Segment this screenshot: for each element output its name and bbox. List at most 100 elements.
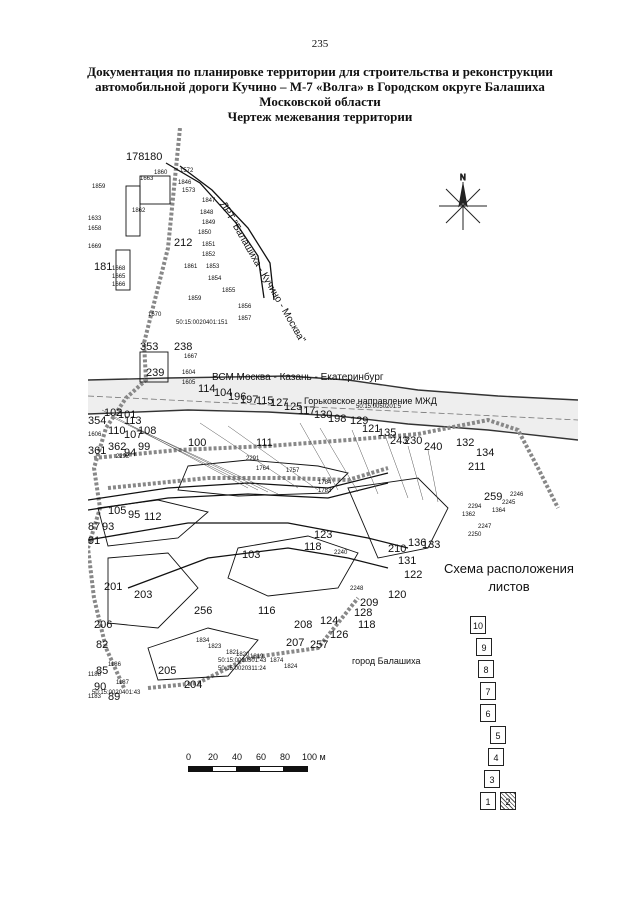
small-number: 1665 [112, 274, 126, 280]
small-number: 2245 [502, 500, 516, 506]
parcel-number: 361 [88, 445, 106, 457]
parcel-number: 238 [174, 341, 192, 353]
parcel-number: 121 [362, 423, 380, 435]
parcel-number: 93 [102, 521, 114, 533]
parcel-number: 209 [360, 597, 378, 609]
small-number: 1848 [200, 210, 214, 216]
parcel-number: 107 [124, 429, 142, 441]
small-number: 1856 [238, 304, 252, 310]
parcel-number: 91 [88, 535, 100, 547]
small-number: 1851 [202, 242, 216, 248]
north-arrow: N [439, 173, 487, 230]
small-number: 2246 [510, 492, 524, 498]
parcel-number: 362 [108, 441, 126, 453]
parcel-number: 108 [138, 425, 156, 437]
parcel-number: 205 [158, 665, 176, 677]
small-number: 1849 [202, 220, 216, 226]
small-number: 1764 [256, 466, 270, 472]
parcel-number: 354 [88, 415, 106, 427]
parcel-number: 126 [330, 629, 348, 641]
parcel-number: 230 [404, 435, 422, 447]
small-number: 2240 [334, 550, 348, 556]
small-number: 2248 [350, 586, 364, 592]
small-number: 1854 [208, 276, 222, 282]
parcel-number: 99 [138, 441, 150, 453]
scale-bar-graphic [188, 766, 308, 772]
parcel-number: 196 [228, 391, 246, 403]
small-number: 1186 [108, 662, 122, 668]
parcel-number: 87 [88, 521, 100, 533]
sheet-6: 6 [480, 704, 496, 722]
parcel-number: 90 [94, 681, 106, 693]
small-number: 1362 [462, 512, 476, 518]
small-number: 2294 [468, 504, 482, 510]
parcel-number: 105 [108, 505, 126, 517]
parcel-number: 85 [96, 665, 108, 677]
parcel-number: 128 [354, 607, 372, 619]
small-number: 1853 [206, 264, 220, 270]
small-number: 1862 [132, 208, 146, 214]
title-line-4: Чертеж межевания территории [227, 109, 413, 124]
small-number: 1859 [92, 184, 106, 190]
parcel-number: 201 [104, 581, 122, 593]
parcel-number: 130 [314, 409, 332, 421]
parcel-number: 131 [398, 555, 416, 567]
document-title: Документация по планировке территории дл… [40, 64, 600, 124]
small-number: 1846 [178, 180, 192, 186]
parcel-number: 178 [126, 151, 144, 163]
parcel-number: 114 [198, 383, 216, 395]
small-number: 1855 [222, 288, 236, 294]
parcel-number: 136 [408, 537, 426, 549]
parcel-number: 122 [404, 569, 422, 581]
cadastral-number: 50:15:0020301:43 [218, 658, 267, 664]
sheet-8: 8 [478, 660, 494, 678]
parcel-number: 95 [128, 509, 140, 521]
city-label: город Балашиха [352, 656, 420, 666]
parcel-number: 82 [96, 639, 108, 651]
parcel-number: 104 [214, 387, 232, 399]
small-number: 1823 [208, 644, 222, 650]
parcel-number: 102 [104, 407, 122, 419]
parcel-number: 110 [108, 425, 126, 437]
sheet-layout-title: Схема расположения листов [444, 561, 574, 594]
parcel-number: 113 [124, 415, 142, 427]
parcel-number: 116 [258, 605, 276, 617]
parcel-number: 94 [124, 447, 136, 459]
sheet-1: 1 [480, 792, 496, 810]
railway-main-label: ВСМ Москва - Казань - Екатеринбург [212, 371, 384, 383]
small-number: 2250 [468, 532, 482, 538]
parcel-number: 211 [468, 461, 486, 473]
parcel-number: 239 [146, 367, 164, 379]
boundary-dotted [88, 128, 560, 690]
sheet-10: 10 [470, 616, 486, 634]
small-number: 1670 [148, 312, 162, 318]
parcel-number: 132 [456, 437, 474, 449]
parcel-number: 353 [140, 341, 158, 353]
parcel-number: 203 [134, 589, 152, 601]
parcel-number: 210 [388, 543, 406, 555]
small-number: 1666 [112, 282, 126, 288]
parcel-number: 100 [188, 437, 206, 449]
parcel-number: 256 [194, 605, 212, 617]
parcel-number: 257 [310, 639, 328, 651]
title-line-3: Московской области [259, 94, 381, 109]
small-number: 1834 [196, 638, 210, 644]
parcel-number: 207 [286, 637, 304, 649]
small-number: 1859 [188, 296, 202, 302]
parcel-number: 243 [390, 435, 408, 447]
parcel-number: 111 [256, 437, 273, 449]
parcel-number: 101 [118, 409, 136, 421]
parcel-number: 127 [270, 397, 288, 409]
sheet-3: 3 [484, 770, 500, 788]
scale-tick: 80 [280, 752, 291, 762]
small-number: 1606 [88, 432, 102, 438]
small-number: 1819 [250, 654, 264, 660]
dimension-lines [101, 409, 439, 503]
north-label: N [460, 173, 466, 182]
small-number: 1874 [270, 658, 284, 664]
small-number: 1857 [238, 316, 252, 322]
